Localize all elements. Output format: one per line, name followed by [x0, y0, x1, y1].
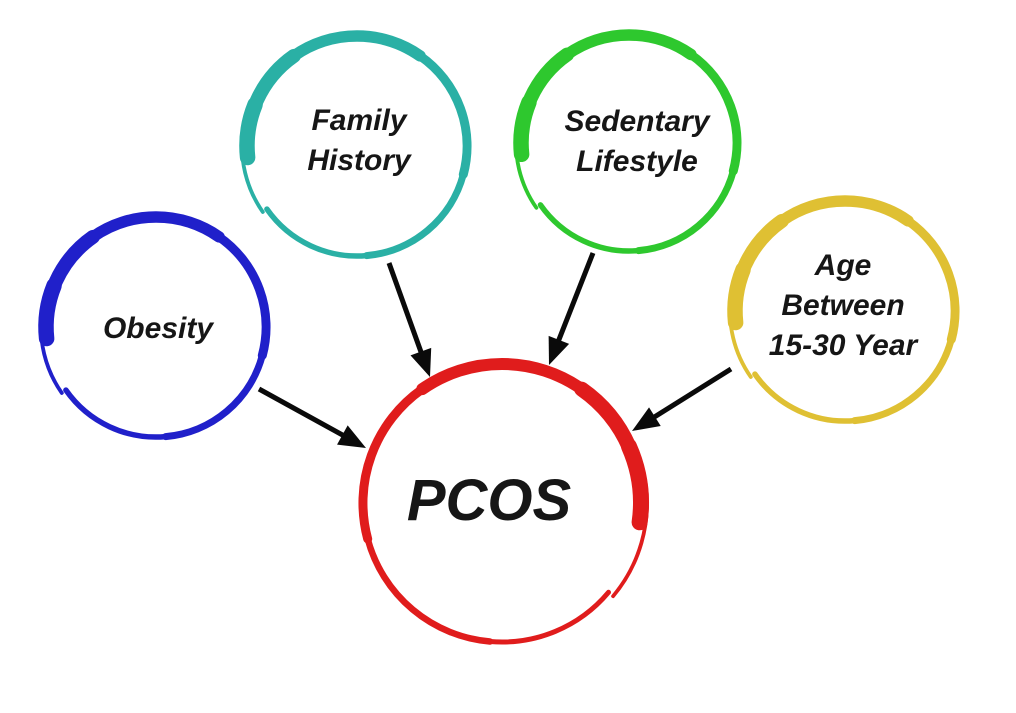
node-label-obesity: Obesity	[103, 309, 213, 349]
arrow-head	[337, 425, 366, 448]
arrow-sedentary-lifestyle-to-pcos	[548, 252, 596, 365]
circle-stroke-segment	[264, 206, 370, 259]
circle-stroke-segment	[752, 371, 858, 424]
node-label-age-line-3: 15-30 Year	[768, 329, 918, 362]
arrow-age-between-15-30-year-to-pcos	[632, 366, 733, 431]
node-label-family-history: Family History	[307, 101, 410, 181]
circle-stroke-segment	[162, 352, 266, 441]
node-label-age-line-2: Between	[781, 289, 905, 322]
circle-stroke-segment	[851, 336, 955, 425]
circle-stroke-segment	[561, 29, 697, 61]
circle-stroke-segment	[358, 384, 427, 544]
arrow-shaft	[648, 366, 733, 422]
arrow-head	[548, 335, 570, 365]
node-circle-pcos	[358, 357, 649, 645]
circle-stroke-segment	[63, 387, 169, 440]
node-label-sedentary-lifestyle-line-1: Sedentary	[564, 105, 710, 138]
circle-stroke-segment	[621, 438, 649, 531]
circle-stroke-segment	[537, 202, 642, 254]
circle-stroke-segment	[513, 94, 537, 163]
circle-stroke-segment	[416, 357, 588, 396]
node-label-family-history-line-2: History	[307, 144, 411, 177]
node-label-family-history-line-1: Family	[311, 104, 407, 137]
circle-stroke-segment	[239, 97, 263, 166]
arrow-head	[632, 407, 661, 431]
node-circle-obesity	[38, 211, 271, 441]
circle-stroke-segment	[903, 216, 960, 344]
circle-stroke-segment	[87, 211, 225, 243]
node-label-age-line-1: Age	[814, 249, 872, 282]
node-label-sedentary-lifestyle-line-2: Lifestyle	[576, 145, 698, 178]
circle-stroke-segment	[415, 51, 472, 179]
node-label-pcos-line: PCOS	[406, 468, 572, 533]
node-circle-sedentary-lifestyle	[513, 29, 742, 255]
circle-stroke-segment	[288, 30, 426, 62]
node-label-age-between-15-30-year: Age Between 15-30 Year	[769, 246, 917, 366]
circle-stroke-segment	[727, 262, 751, 331]
node-label-pcos: PCOS	[407, 469, 571, 533]
node-circle-family-history	[239, 30, 472, 260]
arrow-shaft	[554, 252, 596, 347]
arrow-family-history-to-pcos	[386, 262, 432, 377]
arrow-shaft	[257, 386, 349, 441]
circle-stroke-segment	[634, 167, 737, 255]
circle-stroke-segment	[487, 589, 611, 645]
circle-stroke-segment	[686, 50, 742, 176]
node-circle-age-between-15-30-year	[727, 195, 960, 425]
arrow-shaft	[386, 262, 426, 359]
node-label-sedentary-lifestyle: Sedentary Lifestyle	[564, 102, 709, 182]
circle-stroke-segment	[214, 232, 271, 360]
circle-stroke-segment	[364, 535, 494, 645]
circle-stroke-segment	[38, 278, 62, 347]
circle-stroke-segment	[363, 171, 467, 260]
arrow-head	[410, 347, 432, 377]
circle-stroke-segment	[776, 195, 914, 227]
node-label-obesity-line: Obesity	[102, 312, 214, 345]
arrow-obesity-to-pcos	[257, 386, 366, 448]
